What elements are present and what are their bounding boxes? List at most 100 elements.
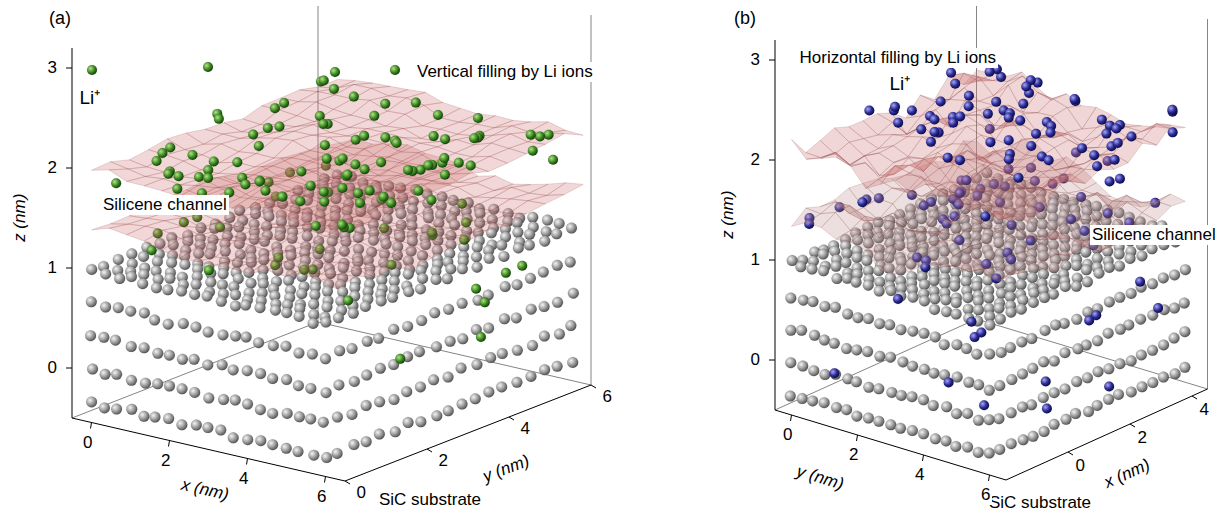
substrate-atom	[255, 404, 266, 415]
li-ion	[1070, 94, 1080, 104]
substrate-atom	[1092, 335, 1103, 346]
li-ion	[306, 181, 316, 191]
li-ion	[163, 169, 173, 179]
substrate-atom	[841, 404, 852, 415]
li-ion	[517, 261, 527, 271]
li-ion	[440, 134, 450, 144]
substrate-atom	[126, 404, 137, 415]
substrate-atom	[305, 383, 316, 394]
substrate-atom	[807, 264, 818, 275]
substrate-atom	[1039, 292, 1050, 303]
li-ion	[535, 132, 545, 142]
substrate-atom	[963, 377, 974, 388]
substrate-atom	[190, 322, 201, 333]
substrate-atom	[497, 348, 508, 359]
substrate-atom	[798, 295, 809, 306]
substrate-atom	[242, 434, 253, 445]
substrate-atom	[907, 425, 918, 436]
substrate-atom	[126, 248, 137, 259]
substrate-atom	[389, 394, 400, 405]
substrate-atom	[1071, 314, 1082, 325]
substrate-atom	[951, 297, 962, 308]
substrate-atom	[1169, 333, 1180, 344]
li-ion	[893, 294, 903, 304]
substrate-atom	[841, 343, 852, 354]
substrate-atom	[333, 379, 344, 390]
substrate-atom	[189, 387, 200, 398]
substrate-atom	[387, 292, 398, 303]
li-ion	[174, 171, 184, 181]
tick-mark	[66, 368, 72, 369]
substrate-atom	[785, 325, 796, 336]
substrate-atom	[178, 318, 189, 329]
li-ion	[976, 327, 986, 337]
substrate-atom	[873, 416, 884, 427]
substrate-atom	[1179, 326, 1190, 337]
substrate-atom	[403, 286, 414, 297]
substrate-atom	[1179, 298, 1190, 309]
substrate-atom	[554, 218, 565, 229]
substrate-atom	[218, 394, 229, 405]
substrate-atom	[527, 212, 538, 223]
silicene-sheet	[969, 192, 998, 207]
substrate-atom	[126, 375, 137, 386]
substrate-atom	[852, 312, 863, 323]
substrate-atom	[1071, 376, 1082, 387]
substrate-atom	[984, 414, 995, 425]
substrate-atom	[809, 330, 820, 341]
substrate-atom	[1082, 276, 1093, 287]
substrate-atom	[416, 315, 427, 326]
substrate-atom	[1136, 349, 1147, 360]
li-ion	[359, 131, 369, 141]
substrate-atom	[253, 337, 264, 348]
substrate-atom	[831, 402, 842, 413]
substrate-atom	[851, 344, 862, 355]
substrate-atom	[1169, 269, 1180, 280]
substrate-atom	[919, 295, 930, 306]
axis-line	[72, 48, 73, 418]
substrate-atom	[785, 357, 796, 368]
substrate-atom	[240, 300, 251, 311]
substrate-atom	[218, 268, 229, 279]
tick-mark	[427, 449, 432, 452]
substrate-atom	[930, 433, 941, 444]
li-ion	[1041, 376, 1051, 386]
substrate-atom	[403, 269, 414, 280]
substrate-atom	[202, 422, 213, 433]
substrate-atom	[347, 343, 358, 354]
silicene-sheet	[895, 173, 924, 192]
substrate-atom	[863, 413, 874, 424]
substrate-atom	[950, 441, 961, 452]
substrate-atom	[1103, 328, 1114, 339]
silicene-sheet	[851, 230, 880, 252]
frame-line	[775, 319, 977, 410]
li-ion	[111, 178, 121, 188]
substrate-atom	[552, 260, 563, 271]
substrate-atom	[1115, 324, 1126, 335]
substrate-atom	[886, 285, 897, 296]
li-ion	[295, 196, 305, 206]
substrate-atom	[512, 345, 523, 356]
substrate-atom	[962, 292, 973, 303]
substrate-atom	[483, 386, 494, 397]
substrate-atom	[230, 331, 241, 342]
substrate-atom	[149, 315, 160, 326]
substrate-atom	[139, 411, 150, 422]
substrate-atom	[567, 357, 578, 368]
li-ion	[1101, 129, 1111, 139]
substrate-atom	[939, 339, 950, 350]
li-ion	[172, 184, 182, 194]
substrate-atom	[1006, 307, 1017, 318]
substrate-atom	[202, 359, 213, 370]
substrate-atom	[308, 299, 319, 310]
substrate-atom	[1179, 362, 1190, 373]
frame-line	[72, 322, 318, 418]
substrate-atom	[1082, 372, 1093, 383]
substrate-atom	[1017, 401, 1028, 412]
substrate-atom	[375, 363, 386, 374]
substrate-atom	[542, 215, 553, 226]
substrate-atom	[228, 364, 239, 375]
substrate-atom	[349, 376, 360, 387]
substrate-atom	[334, 345, 345, 356]
substrate-atom	[1136, 250, 1147, 261]
